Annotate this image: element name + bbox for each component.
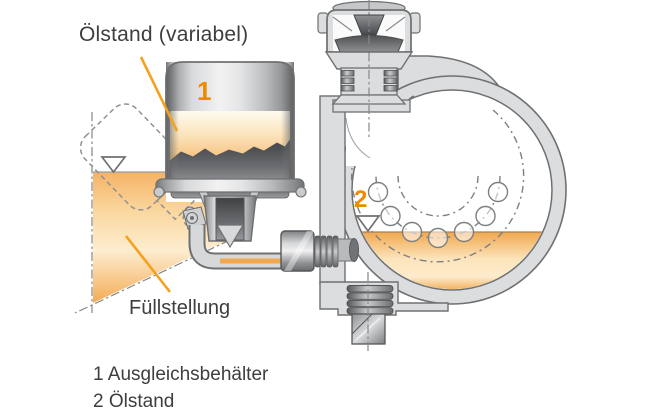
label-fill-position: Füllstellung [129, 297, 231, 319]
outlet-cone [215, 224, 245, 249]
legend-item-oil-level: 2 Ölstand [93, 391, 175, 412]
neck-threads [340, 70, 398, 92]
legend: 1 Ausgleichsbehälter 2 Ölstand [93, 361, 268, 415]
bearing-rollers [350, 109, 525, 263]
level-marker-triangle-housing [355, 215, 381, 233]
expansion-tank-illustration [165, 61, 295, 188]
pipe-union-fitting [280, 230, 359, 272]
callout-number-reservoir: 1 [197, 76, 212, 106]
tank-flange-and-outlet [153, 178, 307, 249]
level-marker-triangle-left [100, 156, 127, 174]
callout-number-oil-level: 2 [354, 186, 368, 213]
legend-item-reservoir: 1 Ausgleichsbehälter [93, 364, 269, 385]
connecting-pipe [182, 206, 283, 270]
label-oil-level-variable: Ölstand (variabel) [79, 23, 249, 46]
drain-plug [346, 272, 394, 352]
leader-line-fill-position [124, 235, 172, 293]
leader-line-oil-level [139, 56, 179, 132]
tilted-oil-level-line [74, 239, 231, 314]
filler-breather-fitting [317, 0, 421, 138]
